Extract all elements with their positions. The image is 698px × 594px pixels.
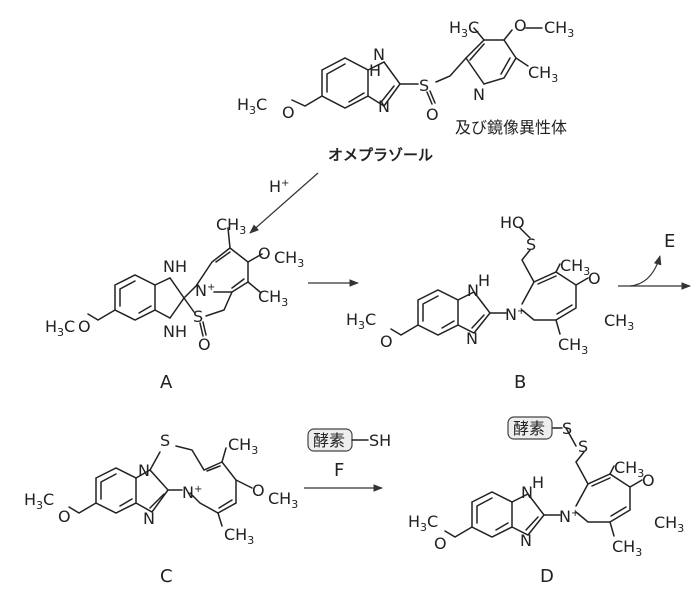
e-label: E bbox=[664, 231, 675, 252]
b-n3: N bbox=[466, 329, 478, 348]
omeprazole-o-label: O bbox=[282, 103, 295, 122]
arrow-to-a bbox=[249, 172, 319, 234]
d-enzyme-box bbox=[507, 416, 553, 440]
omeprazole-sulfur: S bbox=[419, 76, 429, 95]
compound-a-structure bbox=[87, 227, 263, 337]
d-ome-o: O bbox=[642, 471, 655, 490]
a-ch3-top: CH3 bbox=[216, 215, 246, 237]
a-ome-o: O bbox=[258, 244, 271, 263]
b-n1: N bbox=[467, 281, 479, 300]
omeprazole-h3co-label: H3C bbox=[237, 95, 267, 117]
b-ome-o: O bbox=[588, 269, 601, 288]
b-ho: HO bbox=[500, 213, 525, 232]
c-ch3-top: CH3 bbox=[228, 435, 258, 457]
b-sulfur: S bbox=[526, 235, 536, 254]
omeprazole-sulfoxide-o: O bbox=[426, 105, 439, 124]
omeprazole-n3: N bbox=[378, 97, 390, 116]
c-ome-o: O bbox=[252, 481, 265, 500]
compound-b-structure bbox=[390, 227, 589, 336]
omeprazole-ch3-right: CH3 bbox=[528, 63, 558, 85]
compound-b-label: B bbox=[514, 372, 526, 393]
b-nh: H bbox=[478, 271, 490, 290]
d-ome-ch3: CH3 bbox=[654, 513, 684, 535]
b-pyridinium-n: N+ bbox=[505, 305, 525, 324]
d-h3co: H3C bbox=[408, 512, 438, 534]
c-ch3-bottom: CH3 bbox=[224, 525, 254, 547]
omeprazole-name: オメプラゾール bbox=[328, 146, 433, 164]
d-ch3-top: CH3 bbox=[614, 458, 644, 480]
c-pyridinium-n: N+ bbox=[182, 483, 202, 502]
omeprazole-ome-o: O bbox=[514, 16, 527, 35]
arrow-e-release bbox=[629, 255, 662, 287]
compound-c-label: C bbox=[160, 566, 173, 587]
omeprazole-nh-label: H bbox=[369, 61, 381, 80]
compound-a-label: A bbox=[160, 372, 173, 393]
b-ome-ch3: CH3 bbox=[604, 311, 634, 333]
c-n1: N bbox=[138, 461, 150, 480]
enzyme-label: 酵素 bbox=[313, 431, 345, 450]
a-h3co: H3C bbox=[45, 317, 75, 339]
c-sulfur: S bbox=[160, 431, 170, 450]
a-o: O bbox=[78, 317, 91, 336]
a-oxygen: O bbox=[198, 335, 211, 354]
d-n1: N bbox=[521, 483, 533, 502]
c-n3: N bbox=[143, 509, 155, 528]
compound-c-structure bbox=[68, 445, 253, 527]
b-o: O bbox=[380, 332, 393, 351]
b-ch3-top: CH3 bbox=[560, 256, 590, 278]
a-pyridinium-n: N+ bbox=[195, 281, 215, 300]
b-ch3-bottom: CH3 bbox=[558, 335, 588, 357]
d-enzyme-label: 酵素 bbox=[513, 419, 545, 438]
d-n3: N bbox=[520, 531, 532, 550]
d-ch3-bottom: CH3 bbox=[612, 537, 642, 559]
f-label: F bbox=[334, 460, 344, 481]
omeprazole-h3c-top: H3C bbox=[449, 18, 479, 40]
d-o: O bbox=[434, 534, 447, 553]
c-h3co: H3C bbox=[24, 490, 54, 512]
omeprazole-structure bbox=[291, 27, 543, 109]
enzyme-sh: SH bbox=[369, 431, 391, 450]
enantiomer-note: 及び鏡像異性体 bbox=[455, 118, 567, 137]
c-ome-ch3: CH3 bbox=[268, 489, 298, 511]
a-sulfur: S bbox=[193, 307, 203, 326]
arrow-acid-label: H+ bbox=[269, 177, 289, 196]
a-nh-top: NH bbox=[163, 257, 187, 276]
d-pyridinium-n: N+ bbox=[559, 507, 579, 526]
omeprazole-n1: N bbox=[373, 45, 385, 64]
d-sulfur-1: S bbox=[562, 419, 572, 438]
compound-d-structure bbox=[444, 427, 643, 538]
a-ch3-right: CH3 bbox=[258, 287, 288, 309]
b-h3co: H3C bbox=[346, 310, 376, 332]
d-sulfur-2: S bbox=[578, 437, 588, 456]
d-nh: H bbox=[532, 473, 544, 492]
c-o: O bbox=[58, 507, 71, 526]
omeprazole-ome-ch3: CH3 bbox=[544, 18, 574, 40]
a-ome-ch3: CH3 bbox=[274, 248, 304, 270]
a-nh-bottom: NH bbox=[163, 322, 187, 341]
compound-d-label: D bbox=[540, 566, 554, 587]
omeprazole-pyridine-n: N bbox=[473, 85, 485, 104]
